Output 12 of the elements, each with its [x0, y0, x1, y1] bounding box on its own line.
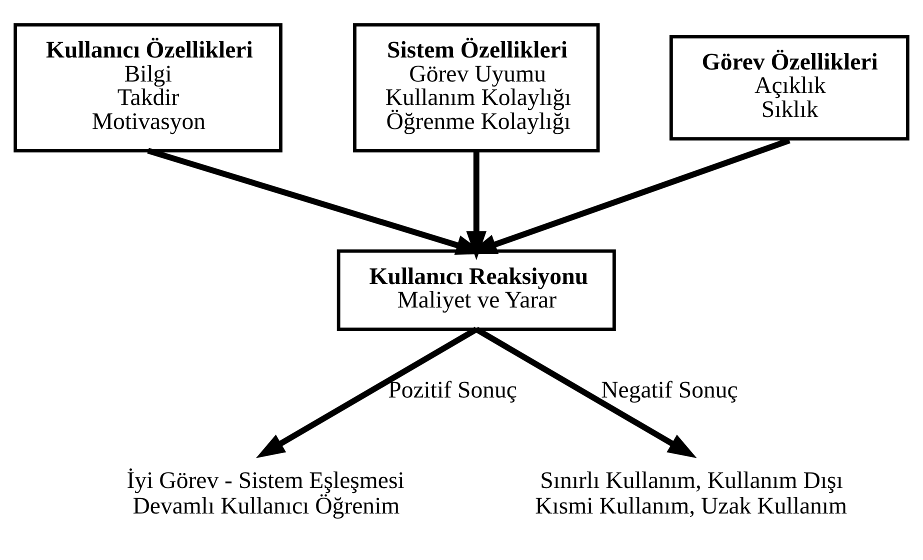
arrow: [256, 326, 478, 458]
node-text: Sınırlı Kullanım, Kullanım Dışı Kısmi Kullanım, Uzak Kullanım: [535, 468, 848, 520]
edge-label: Pozitif Sonuç: [388, 378, 518, 404]
arrow: [474, 326, 697, 458]
node-box: Görev Özellikleri Açıklık Sıklık: [669, 35, 910, 140]
arrow: [466, 150, 487, 260]
node-box: Kullanıcı Reaksiyonu Maliyet ve Yarar: [336, 249, 616, 332]
node-box: Kullanıcı Özellikleri Bilgi Takdir Motivasyon: [14, 23, 282, 152]
node-text: İyi Görev - Sistem Eşleşmesi Devamlı Kullanıcı Öğrenim: [126, 468, 404, 520]
edge-label: Negatif Sonuç: [601, 378, 738, 404]
arrow: [468, 138, 790, 254]
node-box: Sistem Özellikleri Görev Uyumu Kullanım Kolaylığı Öğrenme Kolaylığı: [353, 23, 600, 152]
